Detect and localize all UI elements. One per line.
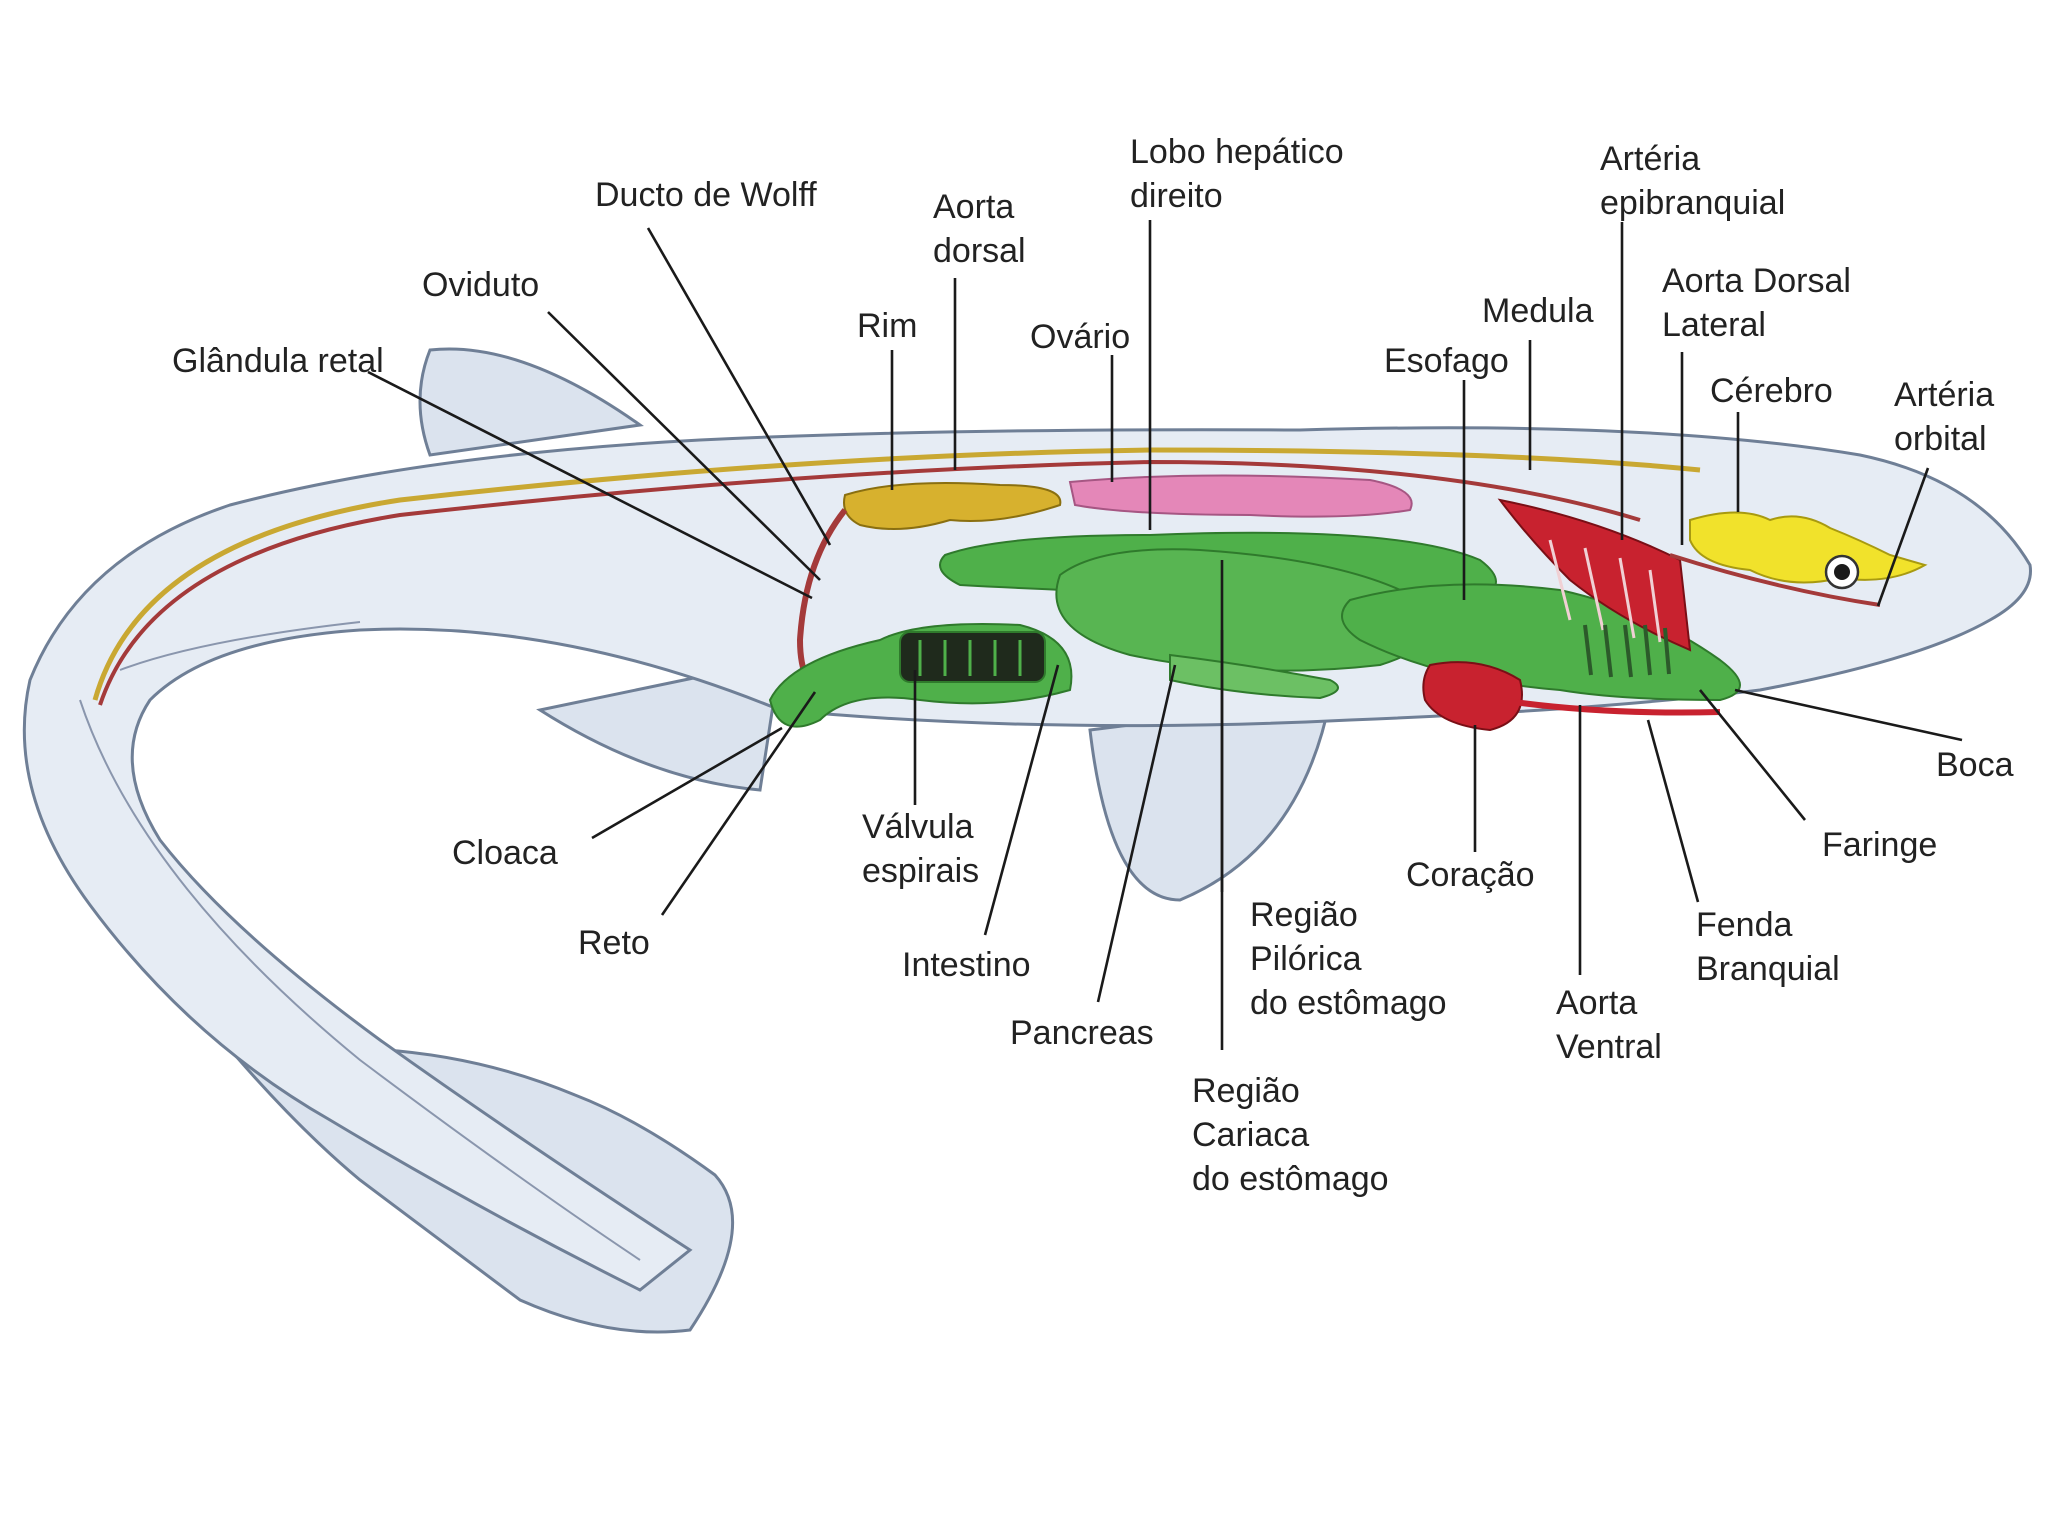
pharynx xyxy=(1341,583,1741,702)
label-arteria-epibranquial-2: epibranquial xyxy=(1600,184,1785,222)
label-esofago: Esofago xyxy=(1384,342,1509,380)
heart xyxy=(1422,661,1523,732)
label-ducto-wolff: Ducto de Wolff xyxy=(595,176,817,214)
orbital-artery xyxy=(1669,553,1881,607)
leader-lines xyxy=(367,220,1963,1050)
leader-intestino xyxy=(983,664,1060,936)
pectoral-fin xyxy=(1088,698,1332,902)
label-fenda-branquial-1: Fenda xyxy=(1696,906,1792,944)
label-arteria-orbital-1: Artéria xyxy=(1894,376,1994,414)
pancreas xyxy=(1169,653,1339,700)
label-aorta-dorsal-lateral-2: Lateral xyxy=(1662,306,1766,344)
label-valvula-2: espirais xyxy=(862,852,979,890)
label-regiao-cardiaca-2: Cariaca xyxy=(1192,1116,1309,1154)
leader-arteria-orbital xyxy=(1876,467,1930,607)
label-intestino: Intestino xyxy=(902,946,1031,984)
label-rim: Rim xyxy=(857,307,917,345)
dorsal-fin xyxy=(418,347,644,457)
label-cloaca: Cloaca xyxy=(452,834,558,872)
label-aorta-ventral-1: Aorta xyxy=(1556,984,1637,1022)
label-cerebro: Cérebro xyxy=(1710,372,1833,410)
label-arteria-epibranquial-1: Artéria xyxy=(1600,140,1700,178)
label-regiao-pilorica-1: Região xyxy=(1250,896,1358,934)
gill-slits xyxy=(1583,624,1671,678)
leader-ducto-wolff xyxy=(646,227,832,546)
label-medula: Medula xyxy=(1482,292,1594,330)
label-fenda-branquial-2: Branquial xyxy=(1696,950,1840,988)
label-faringe: Faringe xyxy=(1822,826,1937,864)
label-boca: Boca xyxy=(1936,746,2014,784)
label-pancreas: Pancreas xyxy=(1010,1014,1154,1052)
label-regiao-cardiaca-1: Região xyxy=(1192,1072,1300,1110)
leader-cloaca xyxy=(591,726,783,840)
leader-faringe xyxy=(1698,689,1807,821)
ventral-aorta xyxy=(1499,697,1721,716)
label-aorta-ventral-2: Ventral xyxy=(1556,1028,1662,1066)
labels: Glândula retal Oviduto Ducto de Wolff Ao… xyxy=(172,133,2014,1198)
label-oviduto: Oviduto xyxy=(422,266,539,304)
label-reto: Reto xyxy=(578,924,650,962)
brain xyxy=(1689,511,1928,584)
label-regiao-pilorica-2: Pilórica xyxy=(1250,940,1362,978)
pelvic-fin xyxy=(536,658,782,792)
label-ovario: Ovário xyxy=(1030,318,1130,356)
ovary xyxy=(1068,474,1413,518)
leader-pancreas xyxy=(1096,664,1177,1003)
label-coracao: Coração xyxy=(1406,856,1535,894)
label-lobo-hepatico-2: direito xyxy=(1130,177,1223,215)
label-arteria-orbital-2: orbital xyxy=(1894,420,1987,458)
leader-boca xyxy=(1734,688,1963,742)
spiral-valve xyxy=(899,631,1046,683)
leader-glandula-retal xyxy=(367,370,813,600)
leader-fenda-branquial xyxy=(1646,719,1700,903)
label-aorta-dorsal-1: Aorta xyxy=(933,188,1014,226)
leader-oviduto xyxy=(547,311,821,581)
label-regiao-pilorica-3: do estômago xyxy=(1250,984,1447,1022)
dorsal-aorta-line xyxy=(98,459,1641,706)
label-regiao-cardiaca-3: do estômago xyxy=(1192,1160,1389,1198)
label-aorta-dorsal-lateral-1: Aorta Dorsal xyxy=(1662,262,1851,300)
leader-reto xyxy=(660,691,817,916)
spinal-cord xyxy=(92,447,1701,701)
eye-icon xyxy=(1824,554,1860,590)
label-glandula-retal: Glândula retal xyxy=(172,342,384,380)
kidney xyxy=(843,481,1062,530)
label-aorta-dorsal-2: dorsal xyxy=(933,232,1026,270)
label-lobo-hepatico-1: Lobo hepático xyxy=(1130,133,1344,171)
label-valvula-1: Válvula xyxy=(862,808,974,846)
organs xyxy=(768,474,1928,732)
